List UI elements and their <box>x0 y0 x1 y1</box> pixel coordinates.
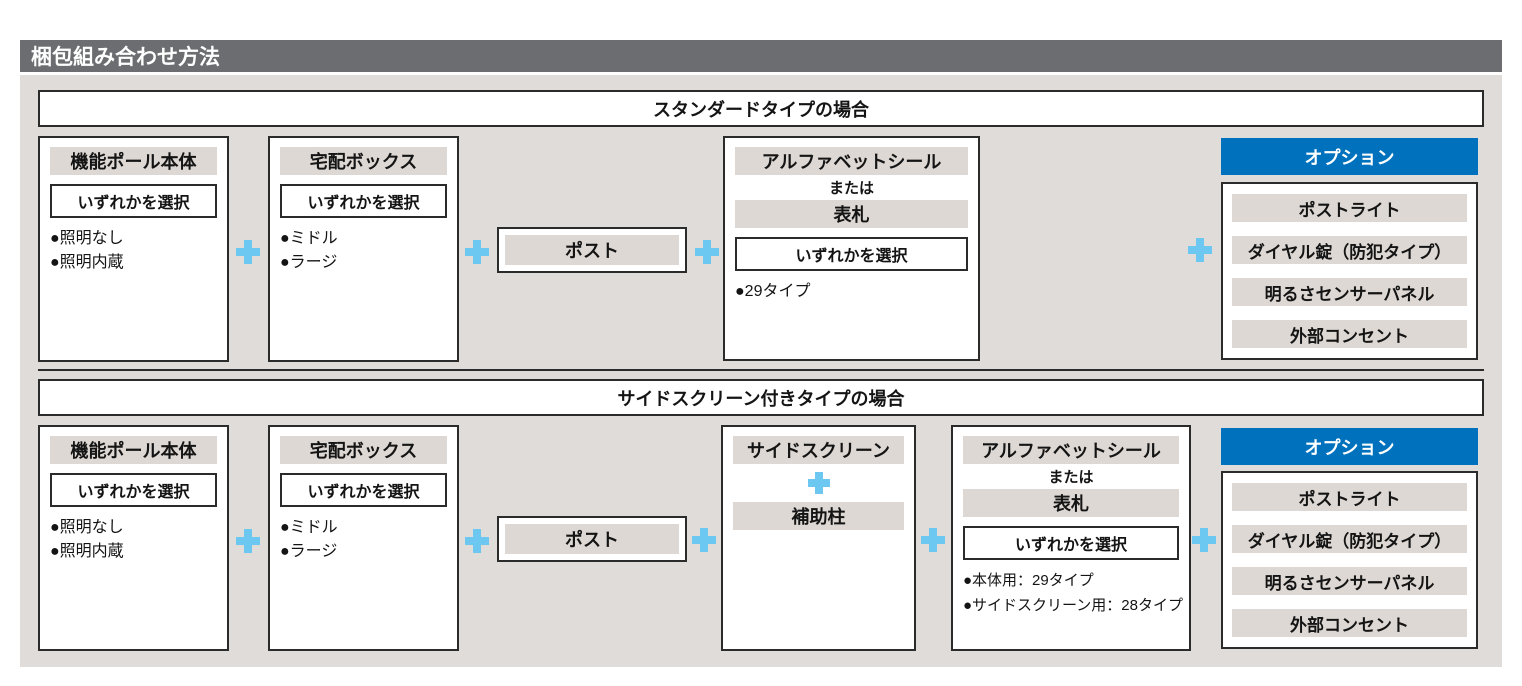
bullet-item: ●照明内蔵 <box>50 254 124 271</box>
section-title-label: サイドスクリーン付きタイプの場合 <box>617 388 905 409</box>
section-divider <box>38 369 1484 371</box>
bullet-item: ●ミドル <box>280 230 338 247</box>
plus-icon <box>236 529 260 553</box>
delivery-options-list: ●ミドル ●ラージ <box>280 227 447 275</box>
option-item: ポストライト <box>1232 194 1467 222</box>
select-either-box: いずれかを選択 <box>735 237 968 271</box>
pole-options-list: ●照明なし ●照明内蔵 <box>50 227 217 275</box>
delivery-box: 宅配ボックス いずれかを選択 ●ミドル ●ラージ <box>268 136 459 362</box>
select-either-box: いずれかを選択 <box>50 184 217 218</box>
option-item: ポストライト <box>1232 483 1467 511</box>
select-either-box: いずれかを選択 <box>963 526 1179 560</box>
page-title-bar: 梱包組み合わせ方法 <box>20 40 1502 72</box>
delivery-box-header: 宅配ボックス <box>280 436 447 464</box>
bullet-item: ●照明なし <box>50 230 124 247</box>
alphabet-seal-header: アルファベットシール <box>735 147 968 175</box>
delivery-box-header: 宅配ボックス <box>280 147 447 175</box>
bullet-item: ●ミドル <box>280 519 338 536</box>
nameplate-box: アルファベットシール または 表札 いずれかを選択 ●本体用：29タイプ ●サイ… <box>951 425 1191 651</box>
plus-icon <box>465 529 489 553</box>
section-title: サイドスクリーン付きタイプの場合 <box>38 379 1484 416</box>
option-item: 明るさセンサーパネル <box>1232 278 1467 306</box>
options-box: ポストライト ダイヤル錠（防犯タイプ） 明るさセンサーパネル 外部コンセント <box>1221 182 1478 360</box>
plus-icon <box>1188 238 1212 262</box>
bullet-item: ●ラージ <box>280 254 338 271</box>
plus-icon <box>807 472 830 494</box>
plus-icon <box>1192 528 1216 552</box>
options-header: オプション <box>1221 428 1478 465</box>
post-box-label: ポスト <box>505 524 679 554</box>
section-title-label: スタンダードタイプの場合 <box>653 99 869 120</box>
support-post-header: 補助柱 <box>733 502 904 530</box>
option-item: ダイヤル錠（防犯タイプ） <box>1232 236 1467 264</box>
bullet-item: ●29タイプ <box>735 283 811 300</box>
option-item: 外部コンセント <box>1232 320 1467 348</box>
bullet-item: ●照明なし <box>50 519 124 536</box>
select-either-box: いずれかを選択 <box>50 473 217 507</box>
option-item: 明るさセンサーパネル <box>1232 567 1467 595</box>
nameplate-header: 表札 <box>735 200 968 228</box>
nameplate-box: アルファベットシール または 表札 いずれかを選択 ●29タイプ <box>723 136 980 361</box>
bullet-item: ●サイドスクリーン用：28タイプ <box>963 596 1183 614</box>
bullet-item: ●ラージ <box>280 543 338 560</box>
pole-options-list: ●照明なし ●照明内蔵 <box>50 516 217 564</box>
bullet-item: ●本体用：29タイプ <box>963 572 1094 589</box>
page-title: 梱包組み合わせ方法 <box>31 46 220 69</box>
plus-icon <box>695 240 719 264</box>
bullet-item: ●照明内蔵 <box>50 543 124 560</box>
plus-icon <box>465 240 489 264</box>
plus-icon <box>236 240 260 264</box>
options-box: ポストライト ダイヤル錠（防犯タイプ） 明るさセンサーパネル 外部コンセント <box>1221 471 1478 649</box>
option-item: 外部コンセント <box>1232 609 1467 637</box>
pole-box-header: 機能ポール本体 <box>50 147 217 175</box>
pole-box-header: 機能ポール本体 <box>50 436 217 464</box>
section-title: スタンダードタイプの場合 <box>38 90 1484 127</box>
delivery-box: 宅配ボックス いずれかを選択 ●ミドル ●ラージ <box>268 425 459 651</box>
alphabet-seal-header: アルファベットシール <box>963 436 1179 464</box>
post-box: ポスト <box>497 227 687 273</box>
nameplate-options-list: ●29タイプ <box>735 280 968 304</box>
sidescreen-header: サイドスクリーン <box>733 436 904 464</box>
options-header: オプション <box>1221 138 1478 175</box>
sidescreen-box: サイドスクリーン 補助柱 <box>721 425 916 651</box>
plus-icon <box>692 528 716 552</box>
select-either-box: いずれかを選択 <box>280 473 447 507</box>
select-either-box: いずれかを選択 <box>280 184 447 218</box>
plus-icon <box>921 528 945 552</box>
or-label: または <box>1048 469 1094 486</box>
pole-box: 機能ポール本体 いずれかを選択 ●照明なし ●照明内蔵 <box>38 425 229 651</box>
delivery-options-list: ●ミドル ●ラージ <box>280 516 447 564</box>
post-box: ポスト <box>497 516 687 562</box>
option-item: ダイヤル錠（防犯タイプ） <box>1232 525 1467 553</box>
nameplate-header: 表札 <box>963 489 1179 517</box>
nameplate-options-list: ●本体用：29タイプ ●サイドスクリーン用：28タイプ <box>963 569 1183 619</box>
pole-box: 機能ポール本体 いずれかを選択 ●照明なし ●照明内蔵 <box>38 136 229 362</box>
or-label: または <box>828 180 874 197</box>
post-box-label: ポスト <box>505 235 679 265</box>
